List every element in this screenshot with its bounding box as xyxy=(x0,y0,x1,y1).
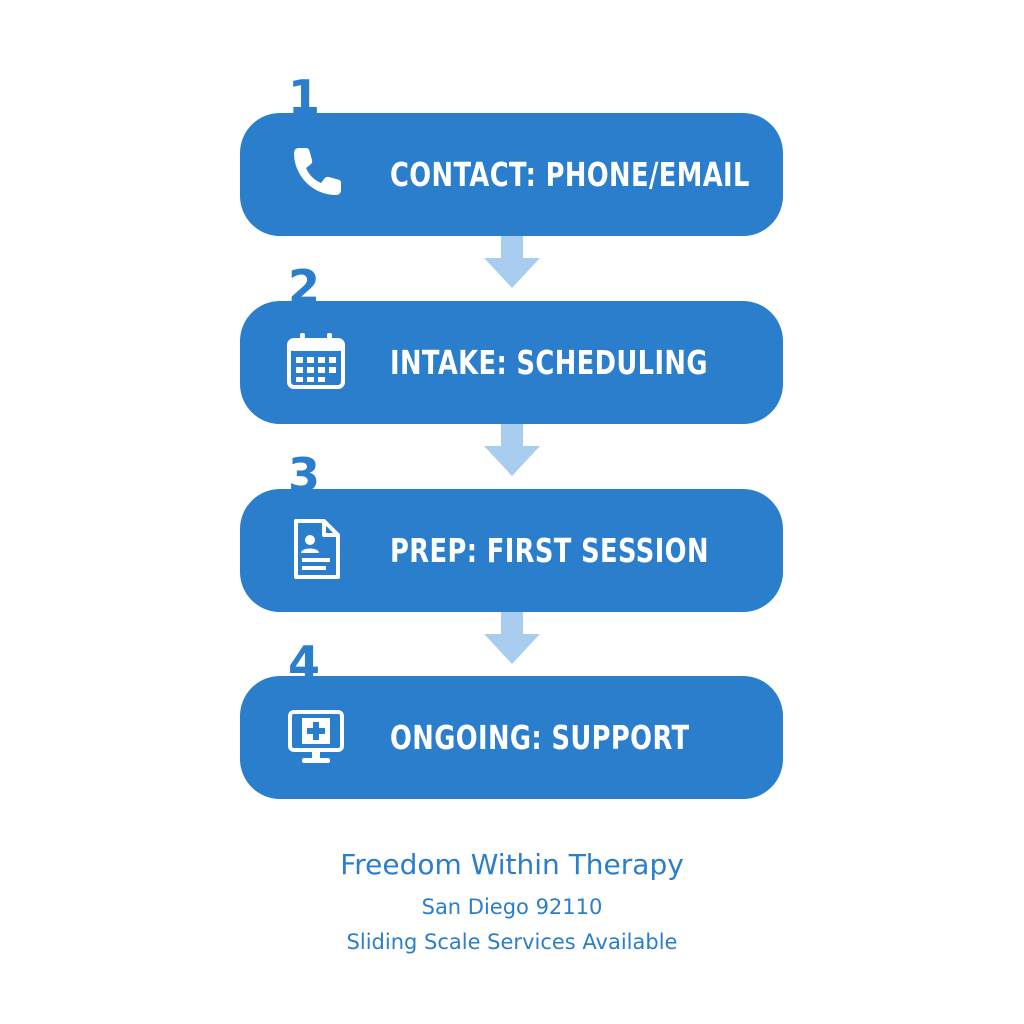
step-box-ongoing: ONGOING: SUPPORT xyxy=(240,676,783,799)
step-number-1: 1 xyxy=(288,70,321,124)
step-box-prep: PREP: FIRST SESSION xyxy=(240,489,783,612)
down-arrow-icon xyxy=(482,236,542,288)
down-arrow-icon xyxy=(482,424,542,476)
step-label-prep: PREP: FIRST SESSION xyxy=(390,531,709,570)
step-box-contact: CONTACT: PHONE/EMAIL xyxy=(240,113,783,236)
monitor-medical-icon xyxy=(284,704,348,768)
step-label-intake: INTAKE: SCHEDULING xyxy=(390,343,708,382)
step-label-ongoing: ONGOING: SUPPORT xyxy=(390,718,690,757)
down-arrow-icon xyxy=(482,612,542,664)
organization-name: Freedom Within Therapy xyxy=(340,848,684,881)
document-profile-icon xyxy=(284,517,348,581)
step-box-intake: INTAKE: SCHEDULING xyxy=(240,301,783,424)
phone-icon xyxy=(284,141,348,205)
services-note: Sliding Scale Services Available xyxy=(346,930,678,954)
organization-location: San Diego 92110 xyxy=(421,895,603,919)
step-label-contact: CONTACT: PHONE/EMAIL xyxy=(390,155,750,194)
calendar-icon xyxy=(284,329,348,393)
